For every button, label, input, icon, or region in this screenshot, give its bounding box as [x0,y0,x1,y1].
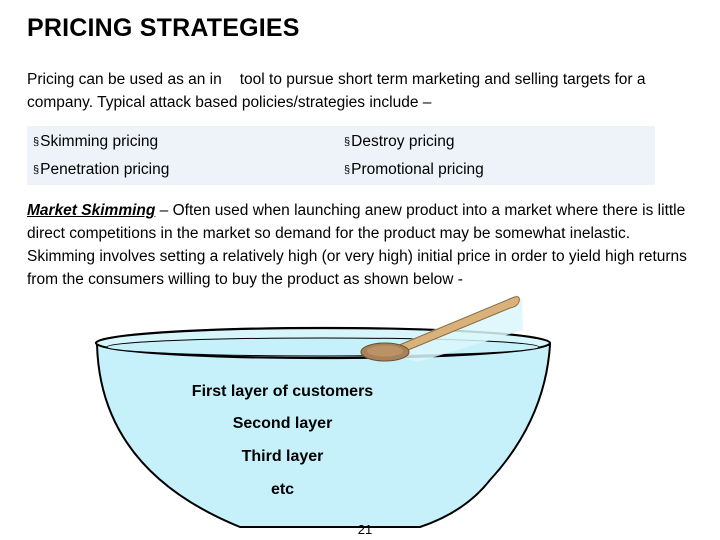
strategy-item: §Penetration pricing [33,160,169,181]
strategy-item: §Destroy pricing [344,132,455,153]
strategy-item: §Skimming pricing [33,132,158,153]
bowl-layer-label: Third layer [241,448,324,465]
page-number: 21 [357,522,373,537]
strategy-label: Promotional pricing [351,161,484,178]
bullet-icon: § [33,136,40,148]
skimming-description: – Often used when launching anew product… [27,202,687,288]
skimming-term: Market Skimming [27,202,156,219]
spoon-handle [391,296,520,356]
spoon-highlight [367,345,403,357]
intro-part-1: Pricing can be used as an in [27,71,222,88]
bullet-icon: § [344,164,351,176]
bowl-layer-label: First layer of customers [191,383,374,400]
strategy-label: Destroy pricing [351,133,455,150]
strategy-label: Skimming pricing [40,133,159,150]
bowl-body [95,342,552,528]
bullet-icon: § [33,164,40,176]
bowl-layer-label: etc [270,481,295,498]
strategy-item: §Promotional pricing [344,160,484,181]
skimming-paragraph: Market Skimming – Often used when launch… [27,199,692,291]
bullet-icon: § [344,136,351,148]
strategy-label: Penetration pricing [40,161,170,178]
bowl-layer-label: Second layer [232,415,333,432]
strategy-list: §Skimming pricing §Destroy pricing §Pene… [27,126,655,185]
intro-part-2: tool to pursue short term marketing and … [27,71,646,111]
slide-title: PRICING STRATEGIES [27,14,300,42]
